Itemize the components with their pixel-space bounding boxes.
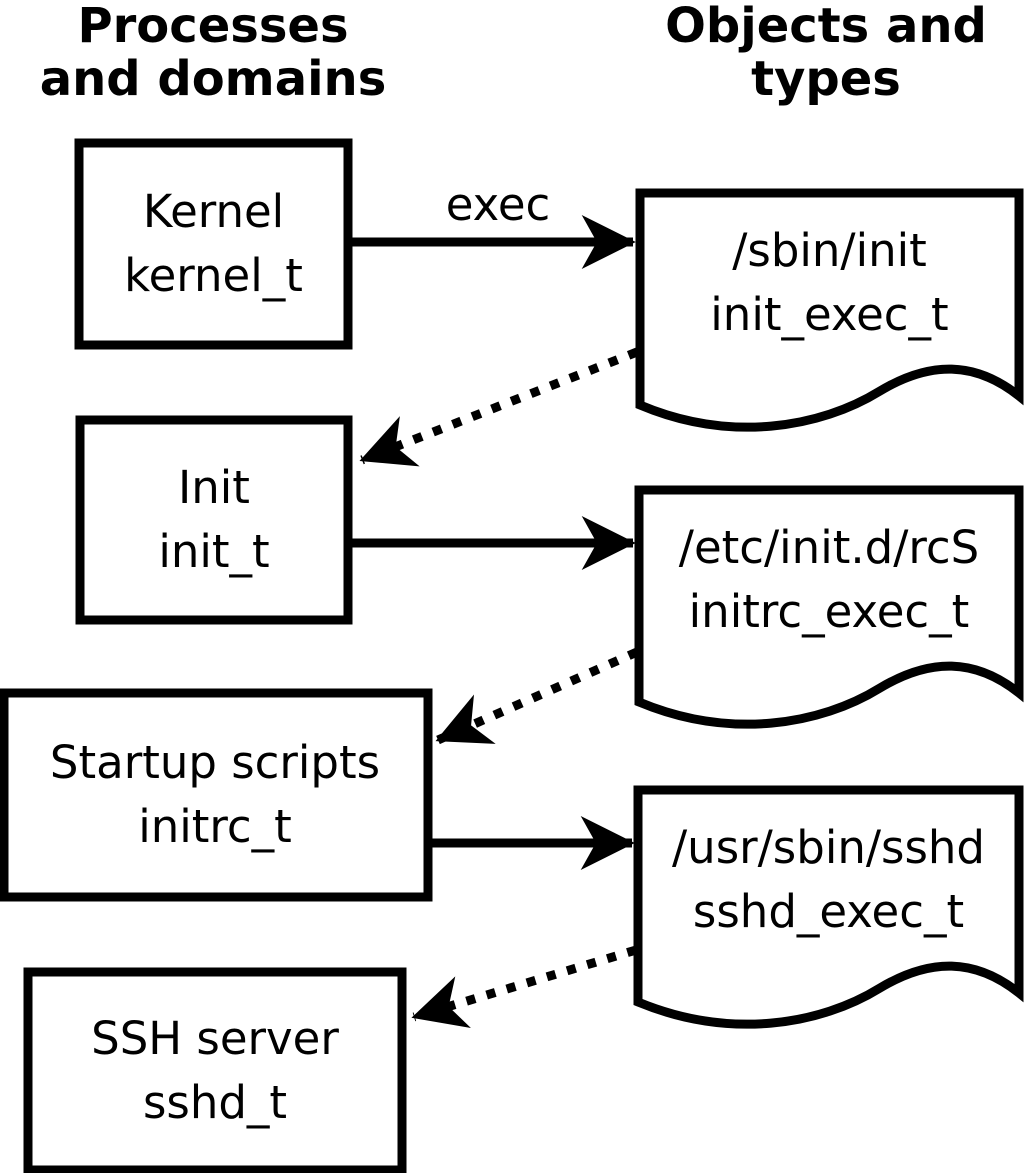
exec-edge-label: exec: [445, 178, 551, 231]
transition-arrow-sshd-exec-to-ssh-server: [411, 945, 638, 1029]
startup-scripts-domain-type: initrc_t: [138, 800, 292, 853]
column-header-processes-line1: Processes: [77, 0, 349, 54]
etc-initd-rcs-document-label: /etc/init.d/rcS initrc_exec_t: [639, 490, 1019, 670]
sbin-init-path: /sbin/init: [732, 224, 927, 277]
init-box-shape: [75, 415, 353, 625]
init-domain-type: init_t: [158, 525, 270, 578]
usr-sbin-sshd-document-label: /usr/sbin/sshd sshd_exec_t: [638, 790, 1019, 970]
column-header-objects-line1: Objects and: [665, 0, 987, 54]
usr-sbin-sshd-document-shape: [633, 785, 1024, 1029]
usr-sbin-sshd-type: sshd_exec_t: [692, 885, 965, 938]
etc-initd-rcs-type: initrc_exec_t: [688, 585, 970, 638]
ssh-server-box-label: SSH server sshd_t: [28, 972, 402, 1170]
etc-initd-rcs-document-shape: [634, 485, 1024, 729]
init-box-label: Init init_t: [80, 420, 348, 620]
etc-initd-rcs-path: /etc/init.d/rcS: [678, 521, 980, 574]
startup-scripts-name: Startup scripts: [49, 736, 381, 789]
ssh-server-box-shape: [23, 967, 407, 1173]
column-header-processes-line2: and domains: [39, 51, 387, 107]
transition-arrow-rcs-to-startup: [435, 647, 639, 745]
sbin-init-type: init_exec_t: [710, 288, 949, 341]
startup-scripts-box-shape: [0, 688, 433, 902]
kernel-box-shape: [74, 138, 353, 350]
sbin-init-document-label: /sbin/init init_exec_t: [640, 193, 1019, 373]
kernel-name: Kernel: [142, 185, 285, 238]
startup-scripts-box-label: Startup scripts initrc_t: [2, 693, 428, 897]
column-header-objects-line2: types: [751, 51, 901, 107]
sbin-init-document-shape: [635, 188, 1024, 432]
kernel-domain-type: kernel_t: [124, 249, 303, 302]
column-header-processes: Processes and domains: [0, 0, 426, 106]
kernel-box-label: Kernel kernel_t: [79, 143, 348, 345]
ssh-server-domain-type: sshd_t: [142, 1076, 288, 1129]
column-header-objects: Objects and types: [628, 0, 1024, 106]
ssh-server-name: SSH server: [91, 1012, 339, 1065]
usr-sbin-sshd-path: /usr/sbin/sshd: [672, 821, 985, 874]
transition-arrow-sbin-init-to-init: [359, 347, 639, 467]
init-name: Init: [178, 461, 250, 514]
